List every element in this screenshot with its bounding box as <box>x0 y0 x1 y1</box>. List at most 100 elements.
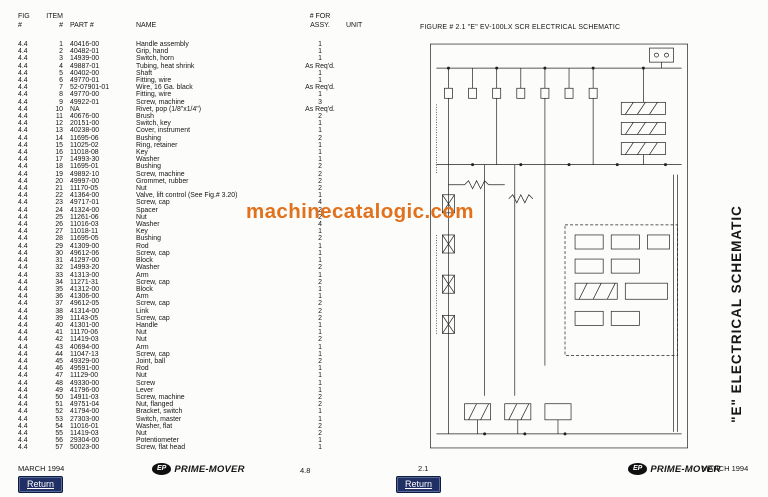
side-label: "E" ELECTRICAL SCHEMATIC <box>729 205 744 423</box>
cell-unit <box>346 135 376 142</box>
cell-assy: 2 <box>318 206 322 214</box>
cell-fig: 4.4 <box>18 415 28 423</box>
cell-assy: 1 <box>318 285 322 293</box>
cell-part: 49330-00 <box>70 379 100 387</box>
cell-item: 25 <box>55 213 63 221</box>
cell-name: Rivet, pop (1/8"x1/4") <box>136 105 202 113</box>
cell-unit <box>346 351 376 358</box>
cell-part: 11025-02 <box>70 141 99 149</box>
col-name-line2: NAME <box>136 21 157 29</box>
cell-fig: 4.4 <box>18 393 28 401</box>
cell-fig: 4.4 <box>18 41 28 48</box>
cell-fig: 4.4 <box>18 163 28 171</box>
cell-unit <box>346 264 376 271</box>
cell-assy: 1 <box>318 120 322 128</box>
cell-fig: 4.4 <box>18 271 28 279</box>
cell-item: 13 <box>55 127 63 135</box>
cell-fig: 4.4 <box>18 314 28 322</box>
cell-assy: 1 <box>318 257 322 265</box>
cell-fig: 4.4 <box>18 69 28 77</box>
brand-oval-icon: EP <box>152 463 172 475</box>
cell-fig: 4.4 <box>18 408 28 416</box>
cell-part: 11129-00 <box>70 372 99 380</box>
cell-name: Screw, cap <box>136 300 170 308</box>
cell-fig: 4.4 <box>18 249 28 257</box>
col-fig-line1: FIG <box>18 13 30 20</box>
cell-item: 49 <box>55 386 63 394</box>
cell-unit <box>346 63 376 70</box>
cell-part: 40676-00 <box>70 113 100 121</box>
cell-unit <box>346 156 376 163</box>
cell-name: Nut <box>136 329 147 337</box>
cell-part: 40238-00 <box>70 127 100 135</box>
cell-unit <box>346 308 376 315</box>
cell-assy: 2 <box>318 393 322 401</box>
cell-assy: 2 <box>318 170 322 178</box>
cell-unit <box>346 185 376 192</box>
cell-fig: 4.4 <box>18 329 28 337</box>
cell-part: 14911-03 <box>70 393 99 401</box>
cell-item: 1 <box>59 41 63 48</box>
cell-fig: 4.4 <box>18 149 28 157</box>
cell-fig: 4.4 <box>18 141 28 149</box>
cell-part: 11271-31 <box>70 278 99 286</box>
cell-fig: 4.4 <box>18 77 28 85</box>
page-number-right: 2.1 <box>418 464 429 473</box>
cell-assy: 1 <box>318 408 322 416</box>
cell-unit <box>346 113 376 120</box>
cell-name: Arm <box>136 343 149 351</box>
cell-assy: 1 <box>318 415 322 423</box>
cell-part: 41312-00 <box>70 285 100 293</box>
cell-unit <box>346 300 376 307</box>
cell-assy: 1 <box>318 69 322 77</box>
cell-unit <box>346 70 376 77</box>
cell-name: Nut <box>136 185 147 193</box>
cell-item: 18 <box>55 163 63 171</box>
cell-fig: 4.4 <box>18 264 28 272</box>
cell-name: Spacer <box>136 206 158 214</box>
cell-part: 41796-00 <box>70 386 100 394</box>
cell-name: Switch, horn <box>136 55 174 63</box>
cell-part: 49612-05 <box>70 300 100 308</box>
cell-item: 17 <box>55 156 63 164</box>
cell-item: 4 <box>59 62 63 70</box>
cell-unit <box>346 127 376 134</box>
cell-fig: 4.4 <box>18 379 28 387</box>
cell-item: 52 <box>55 408 63 416</box>
cell-name: Link <box>136 307 149 315</box>
cell-name: Nut <box>136 213 147 221</box>
cell-unit <box>346 322 376 329</box>
cell-item: 26 <box>55 221 63 229</box>
cell-item: 23 <box>55 199 63 207</box>
cell-unit <box>346 106 376 113</box>
cell-part: 49887-01 <box>70 62 100 70</box>
cell-name: Rod <box>136 242 149 250</box>
return-button-left[interactable]: Return <box>18 476 64 493</box>
cell-fig: 4.4 <box>18 444 28 452</box>
cell-item: 31 <box>55 257 63 265</box>
cell-part: 41301-00 <box>70 321 100 329</box>
col-assy-line1: # FOR <box>309 13 331 20</box>
cell-unit <box>346 55 376 62</box>
cell-fig: 4.4 <box>18 199 28 207</box>
cell-item: 33 <box>55 271 63 279</box>
cell-unit <box>346 408 376 415</box>
cell-assy: 2 <box>318 113 322 121</box>
cell-part: 41297-00 <box>70 257 100 265</box>
cell-assy: 1 <box>318 343 322 351</box>
cell-fig: 4.4 <box>18 192 28 200</box>
cell-name: Fitting, wire <box>136 77 172 85</box>
cell-item: 35 <box>55 285 63 293</box>
return-button-center[interactable]: Return <box>396 476 442 493</box>
cell-item: 29 <box>55 242 63 250</box>
cell-fig: 4.4 <box>18 91 28 99</box>
